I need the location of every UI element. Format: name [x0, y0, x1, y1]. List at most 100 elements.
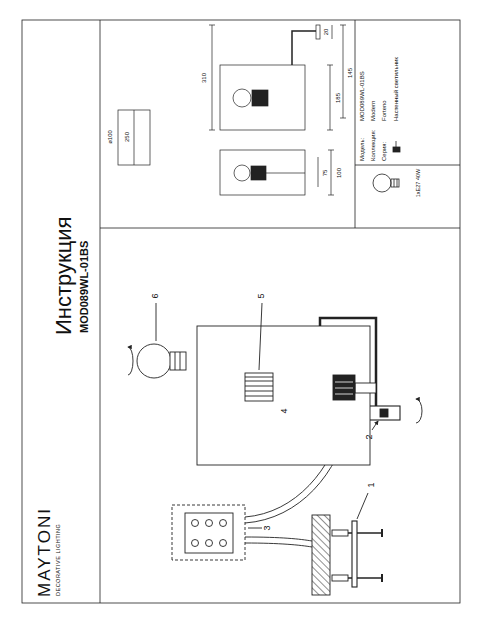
table-cell: 1xE27 40W: [415, 169, 421, 197]
thread: [245, 391, 273, 392]
bulb-icon-thread: [394, 179, 395, 187]
brand-logo: MAYTONI: [36, 507, 55, 597]
plate-outline: [316, 25, 320, 39]
dimension: 20: [323, 29, 330, 36]
tick: [327, 65, 333, 66]
mounting-bracket: [352, 521, 357, 587]
dimension: 185: [335, 93, 342, 103]
thread: [180, 352, 181, 370]
thread: [245, 381, 273, 382]
leader-line: [372, 421, 378, 430]
dimension-line: [330, 65, 331, 130]
dimension: ø100: [107, 130, 114, 144]
wall-lamp-icon: [393, 147, 400, 152]
terminal: [220, 520, 227, 527]
shade: [197, 326, 370, 465]
assembly: [128, 303, 422, 595]
title: Инструкция: [52, 217, 76, 335]
rotate-arrow: [128, 347, 133, 375]
table-cell: Forteno: [381, 100, 388, 121]
plate-screw: [380, 409, 388, 417]
bulb-icon-base: [391, 179, 399, 187]
socket-outline: [251, 166, 266, 180]
dimension: 310: [201, 73, 208, 83]
bulb-icon-thread: [397, 179, 398, 187]
header-rule: [100, 20, 101, 603]
table-icons: [373, 141, 400, 192]
dowel: [332, 575, 348, 581]
table-cell: Модель:: [359, 138, 366, 161]
arm-outline: [292, 31, 318, 65]
ridge: [335, 382, 353, 383]
callout-number: 6: [151, 293, 161, 298]
ring-threads: [245, 377, 273, 396]
leader-line: [357, 493, 368, 519]
dimension: 145: [347, 68, 354, 78]
screw-head: [381, 574, 383, 582]
ridge: [335, 394, 353, 395]
shade-outline: [220, 65, 305, 130]
thread: [175, 352, 176, 370]
callout-number: 4: [280, 408, 290, 413]
table-cell: Коллекция:: [370, 130, 377, 161]
table-cell: Modern: [370, 101, 377, 121]
dimension-line: [318, 157, 319, 187]
dimension: 250: [124, 132, 131, 142]
wall-section: [312, 515, 330, 595]
dimension-line: [134, 110, 135, 165]
terminal: [192, 540, 199, 547]
table-cell: Серия:: [381, 142, 388, 161]
bulb-cap: [170, 352, 186, 370]
brand-tagline: DECORATIVE LIGHTING: [55, 524, 61, 596]
tick: [327, 130, 333, 131]
page-frame: [22, 20, 460, 603]
callout-number: 5: [257, 293, 267, 298]
terminal: [206, 520, 213, 527]
tick: [340, 118, 346, 119]
top-view-outline: [118, 110, 150, 165]
dimension: 75: [322, 170, 329, 177]
stem-outline: [266, 173, 305, 174]
model-code: MOD089WL-01BS: [78, 241, 90, 333]
terminal: [192, 520, 199, 527]
rotate-arrow: [416, 399, 422, 423]
tick: [209, 25, 215, 26]
thread: [245, 377, 273, 378]
table-cell: MOD089WL-01BS: [359, 71, 366, 121]
dimension: 100: [336, 168, 343, 178]
bulb-icon-globe: [373, 174, 391, 192]
callout-number: 2: [365, 434, 375, 439]
dimension-line: [332, 25, 333, 39]
dowel: [332, 530, 348, 536]
socket-stem: [355, 383, 376, 393]
bulb-globe: [137, 344, 171, 378]
leader-line: [259, 303, 262, 370]
dimension-drawings: [118, 25, 346, 195]
leader-line: [156, 303, 157, 341]
tick: [209, 130, 215, 131]
thread: [245, 396, 273, 397]
table-cell: Настенный светильник: [393, 57, 400, 121]
terminal: [220, 540, 227, 547]
wall-lamp-icon: [396, 141, 397, 147]
table-rule: [355, 20, 356, 228]
mains-wire: [245, 537, 312, 541]
bulb-outline: [233, 89, 251, 107]
dimension-line: [331, 150, 332, 195]
socket-body: [333, 375, 355, 400]
table-cell-rule: [355, 165, 460, 166]
shade-outline: [220, 150, 305, 195]
screw-head: [381, 529, 383, 537]
tick: [340, 25, 346, 26]
frame: [22, 20, 460, 603]
mains-wire: [245, 543, 312, 547]
terminal-body: [185, 513, 233, 553]
bulb-outline: [234, 165, 250, 181]
leader-line: [248, 528, 262, 529]
socket-ridges: [335, 382, 353, 394]
tick: [328, 195, 334, 196]
dimension-line: [212, 25, 213, 130]
terminal: [206, 540, 213, 547]
socket-outline: [252, 90, 268, 106]
